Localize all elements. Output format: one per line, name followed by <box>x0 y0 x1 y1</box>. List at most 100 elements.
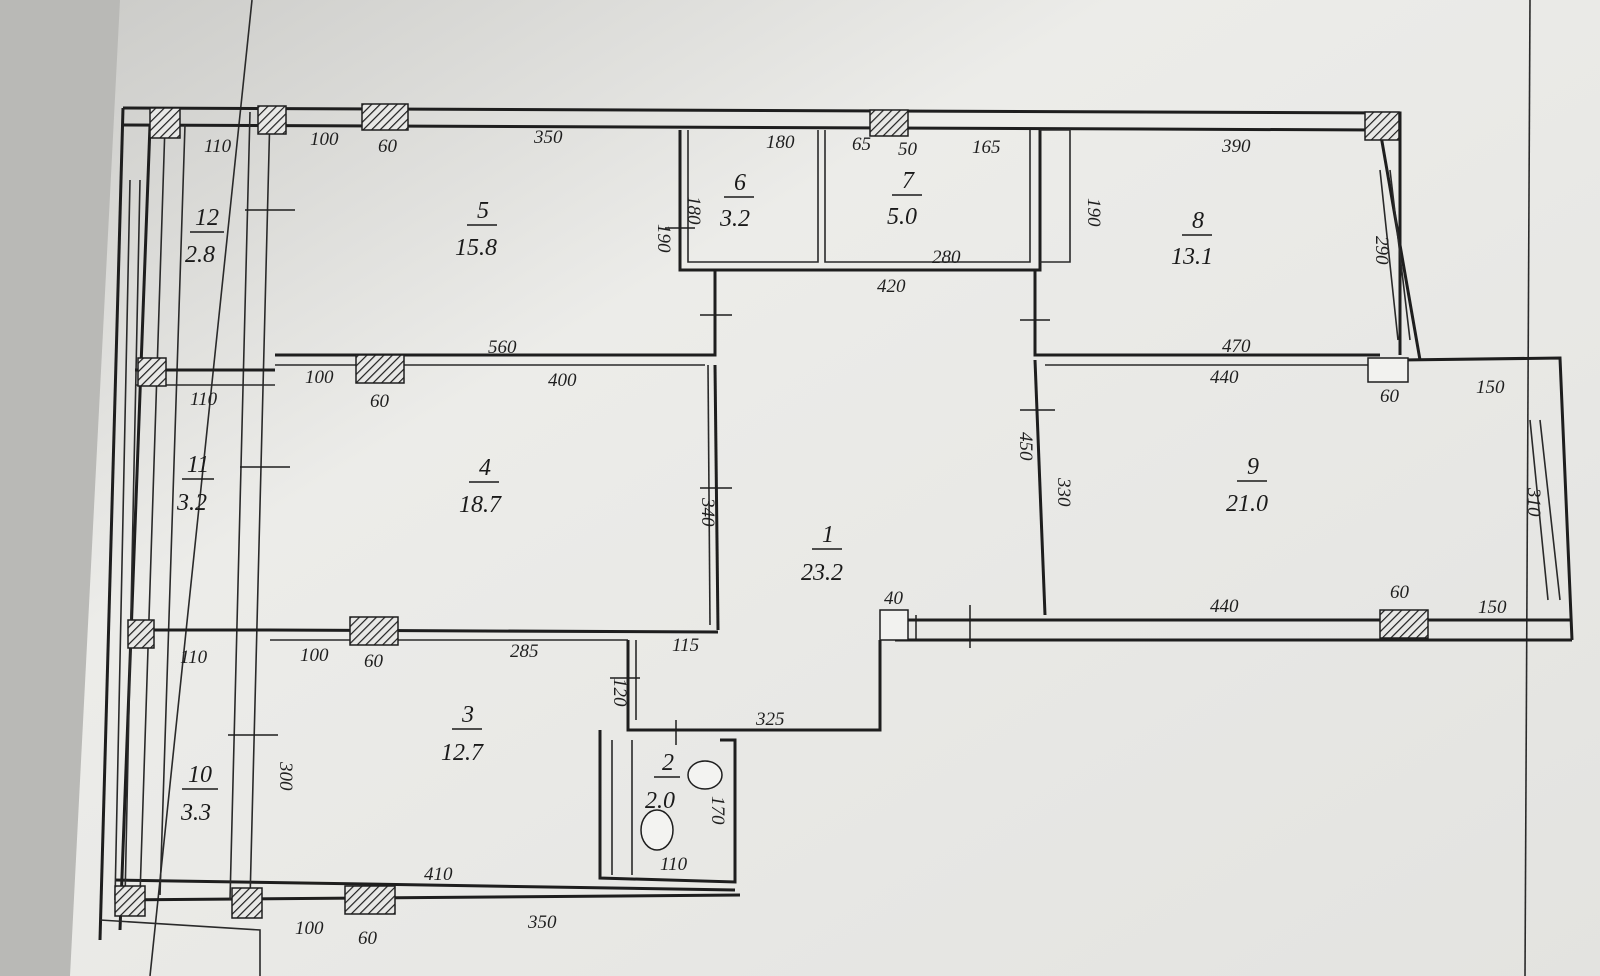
dimension-label: 50 <box>898 139 918 160</box>
dimension-label: 390 <box>1221 136 1251 157</box>
dimension-label: 115 <box>672 635 699 656</box>
dimension-label: 100 <box>305 367 334 388</box>
room-1-label: 1 23.2 <box>801 522 843 586</box>
room-2-label: 2 2.0 <box>645 750 680 814</box>
dimension-labels: 110 100 60 350 180 65 50 165 390 190 180… <box>180 127 1544 949</box>
construction-line <box>149 0 253 976</box>
door-marks <box>228 209 1055 745</box>
dimension-label: 285 <box>510 641 539 662</box>
room-10-label: 10 3.3 <box>180 762 218 826</box>
svg-text:3.2: 3.2 <box>719 206 750 232</box>
dimension-label: 560 <box>488 337 517 358</box>
column <box>257 105 287 135</box>
dimension-label: 60 <box>1380 386 1400 407</box>
room-labels: 1 23.2 2 2.0 3 12.7 4 18.7 5 15.8 6 3.2 <box>176 168 1268 826</box>
dimension-label: 300 <box>275 761 296 791</box>
dimension-label: 440 <box>1210 596 1239 617</box>
svg-text:2: 2 <box>662 750 674 776</box>
column <box>1367 357 1409 383</box>
interior-walls <box>135 129 1561 884</box>
column <box>114 885 146 917</box>
dimension-label: 165 <box>972 137 1001 158</box>
dimension-label: 60 <box>370 391 390 412</box>
dimension-label: 110 <box>204 136 232 157</box>
dimension-label: 350 <box>533 127 563 148</box>
dimension-label: 350 <box>527 912 557 933</box>
room-3-label: 3 12.7 <box>441 702 484 766</box>
structural-columns <box>114 103 1429 919</box>
svg-text:5: 5 <box>477 198 489 224</box>
dimension-label: 440 <box>1210 367 1239 388</box>
svg-text:6: 6 <box>734 170 746 196</box>
dimension-label: 470 <box>1222 336 1251 357</box>
column <box>879 609 909 641</box>
dimension-label: 60 <box>1390 582 1410 603</box>
dimension-label: 170 <box>707 796 728 825</box>
dimension-label: 400 <box>548 370 577 391</box>
svg-text:21.0: 21.0 <box>1226 491 1268 517</box>
svg-text:2.8: 2.8 <box>185 242 215 268</box>
dimension-label: 120 <box>609 678 630 707</box>
room-9-label: 9 21.0 <box>1226 454 1268 517</box>
dimension-label: 100 <box>310 129 339 150</box>
svg-text:9: 9 <box>1247 454 1259 480</box>
dimension-label: 330 <box>1053 477 1074 507</box>
dimension-label: 420 <box>877 276 906 297</box>
svg-text:11: 11 <box>187 452 209 478</box>
svg-text:1: 1 <box>822 522 834 548</box>
room-6-label: 6 3.2 <box>719 170 754 232</box>
svg-text:23.2: 23.2 <box>801 560 843 586</box>
column <box>349 616 399 646</box>
dimension-label: 60 <box>364 651 384 672</box>
svg-text:15.8: 15.8 <box>455 235 497 261</box>
svg-text:4: 4 <box>479 455 491 481</box>
svg-text:18.7: 18.7 <box>459 492 502 518</box>
dimension-label: 100 <box>295 918 324 939</box>
dimension-label: 40 <box>884 588 904 609</box>
column <box>137 357 167 387</box>
dimension-label: 150 <box>1476 377 1505 398</box>
dimension-label: 450 <box>1015 432 1036 461</box>
svg-text:2.0: 2.0 <box>645 788 675 814</box>
balcony-columns <box>99 111 271 976</box>
dimension-label: 180 <box>766 132 795 153</box>
dimension-label: 180 <box>683 196 704 225</box>
room-8-label: 8 13.1 <box>1171 208 1213 270</box>
paper-shadow <box>0 0 120 976</box>
room-11-label: 11 3.2 <box>176 452 214 516</box>
column <box>361 103 409 131</box>
dimension-label: 340 <box>697 497 718 527</box>
dimension-label: 60 <box>358 928 378 949</box>
dimension-label: 65 <box>852 134 871 155</box>
svg-text:8: 8 <box>1192 208 1204 234</box>
column <box>231 887 263 919</box>
room-4-label: 4 18.7 <box>459 455 502 518</box>
dimension-label: 280 <box>932 247 961 268</box>
dimension-label: 110 <box>660 854 688 875</box>
room-5-label: 5 15.8 <box>455 198 497 261</box>
dimension-label: 325 <box>755 709 785 730</box>
svg-text:5.0: 5.0 <box>887 204 917 230</box>
column <box>149 107 181 139</box>
column <box>127 619 155 649</box>
dimension-label: 190 <box>1083 198 1104 227</box>
svg-text:7: 7 <box>902 168 915 194</box>
svg-text:3: 3 <box>461 702 474 728</box>
toilet-fixture <box>640 809 674 851</box>
dimension-label: 60 <box>378 136 398 157</box>
sink-fixture <box>687 760 723 790</box>
dimension-label: 410 <box>424 864 453 885</box>
svg-text:12.7: 12.7 <box>441 740 484 766</box>
room-7-label: 7 5.0 <box>887 168 922 230</box>
column <box>1379 609 1429 639</box>
dimension-label: 290 <box>1371 236 1392 265</box>
svg-text:3.3: 3.3 <box>180 800 211 826</box>
dimension-label: 150 <box>1478 597 1507 618</box>
dimension-label: 110 <box>180 647 208 668</box>
column <box>344 885 396 915</box>
svg-text:3.2: 3.2 <box>176 490 207 516</box>
dimension-label: 100 <box>300 645 329 666</box>
